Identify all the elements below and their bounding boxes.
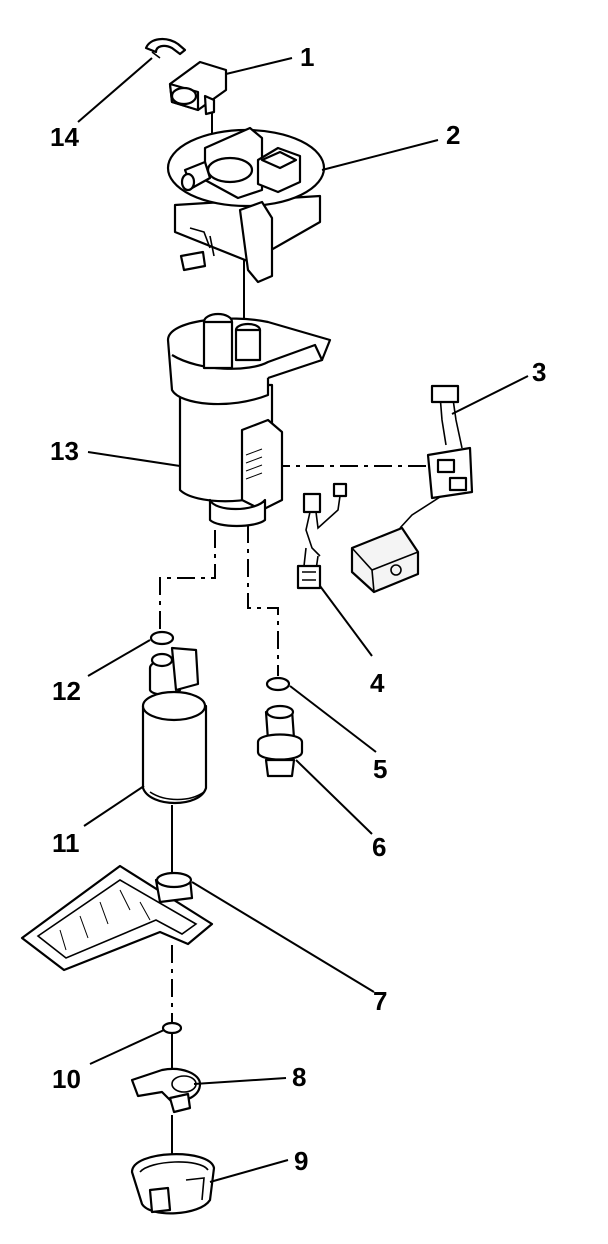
callout-1: 1	[300, 42, 314, 72]
callout-2: 2	[446, 120, 460, 150]
bottom-holder-part	[130, 1153, 216, 1215]
retainer-part	[130, 1067, 202, 1114]
callout-3: 3	[532, 357, 546, 387]
callout-4: 4	[370, 668, 385, 698]
callout-10: 10	[52, 1064, 81, 1094]
callout-14: 14	[50, 122, 79, 152]
callout-5: 5	[373, 754, 387, 784]
o-ring-side-part	[265, 676, 291, 692]
fuel-strainer-part	[20, 864, 214, 972]
fuel-pump-part	[141, 646, 208, 805]
callout-labels: 1 2 3 4 5 6 7 8 9 10 11 12 13 14	[50, 42, 546, 1176]
pressure-regulator-part	[256, 704, 304, 778]
retainer-clip-part	[144, 38, 187, 59]
o-ring-lower-part	[161, 1021, 183, 1035]
callout-8: 8	[292, 1062, 306, 1092]
jumper-harness-part	[296, 482, 348, 590]
o-ring-upper-part	[149, 630, 175, 646]
wiring-harness-part	[350, 384, 474, 594]
callout-13: 13	[50, 436, 79, 466]
callout-leader-lines	[77, 57, 529, 1183]
fuel-sender-cover-part	[166, 126, 326, 284]
callout-11: 11	[52, 828, 80, 858]
fuel-pump-reservoir-part	[166, 312, 332, 528]
electrical-connector-part	[168, 60, 228, 116]
callout-12: 12	[52, 676, 81, 706]
assembly-center-lines	[159, 100, 430, 1165]
callout-6: 6	[372, 832, 386, 862]
callout-9: 9	[294, 1146, 308, 1176]
callout-7: 7	[373, 986, 387, 1016]
